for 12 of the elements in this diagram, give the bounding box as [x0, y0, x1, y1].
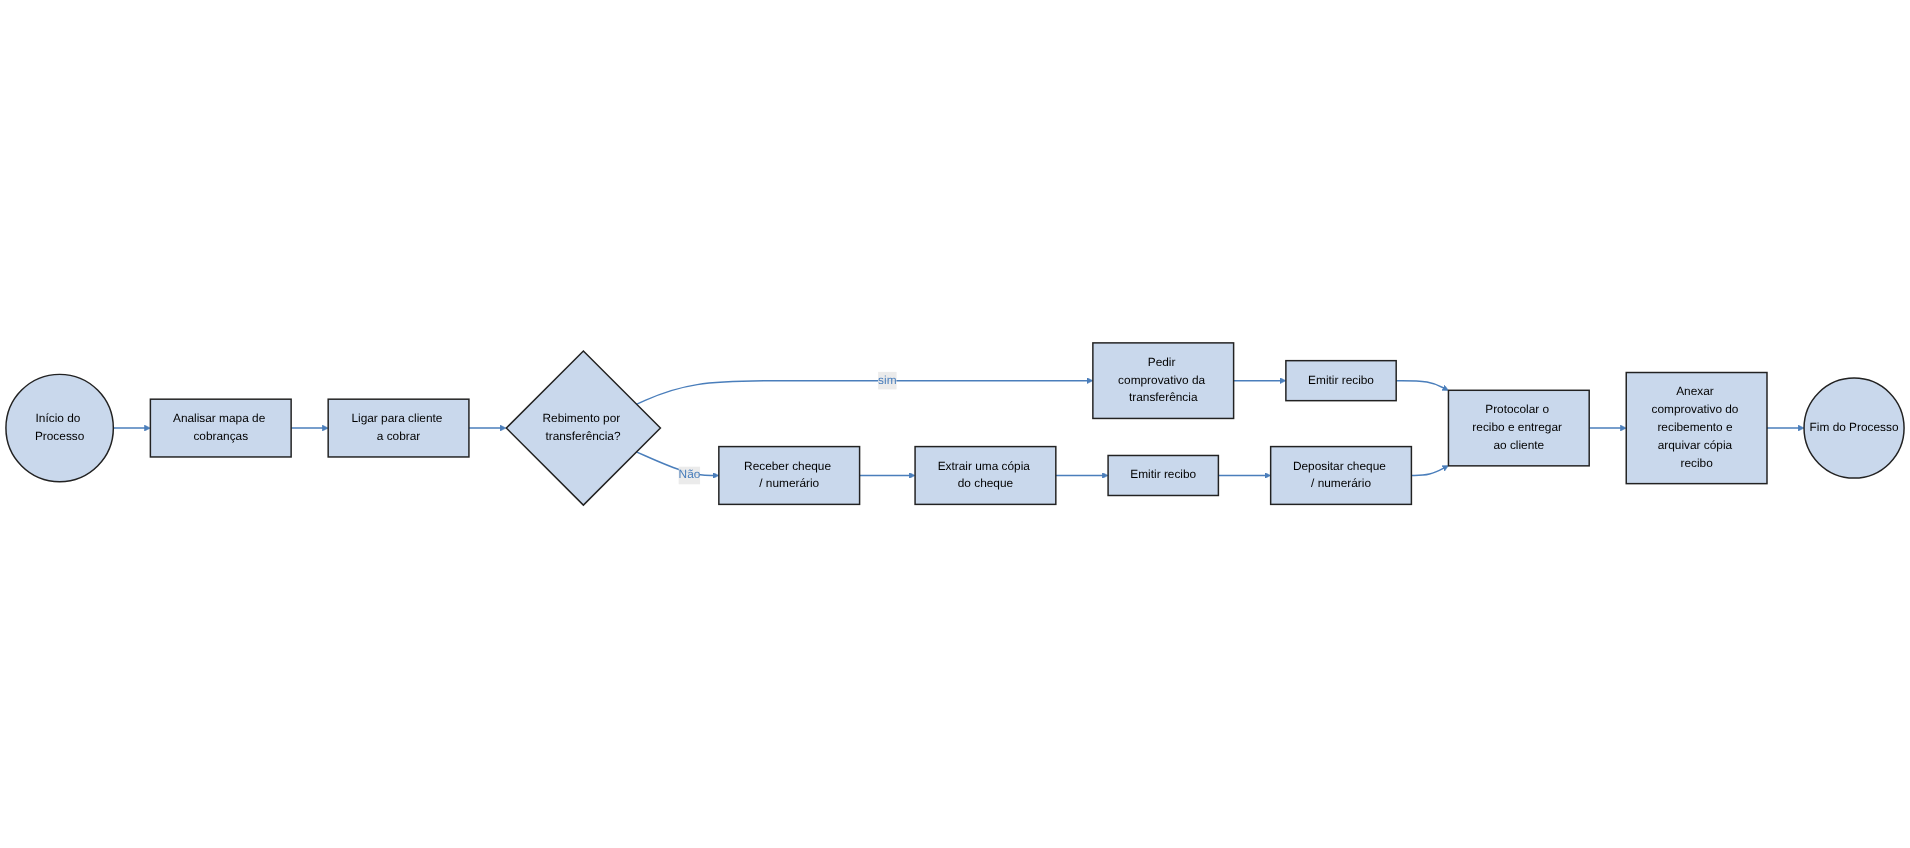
arrow — [468, 424, 507, 432]
arrow — [112, 424, 151, 432]
arrow — [1232, 377, 1287, 384]
arrow — [635, 377, 1094, 406]
arrow — [1217, 472, 1271, 479]
arrow — [1766, 424, 1805, 432]
arrow — [1055, 472, 1109, 479]
arrow — [858, 472, 916, 479]
arrow — [1410, 465, 1449, 477]
arrow — [290, 424, 329, 432]
arrow — [1395, 379, 1449, 391]
arrow — [1588, 424, 1627, 432]
